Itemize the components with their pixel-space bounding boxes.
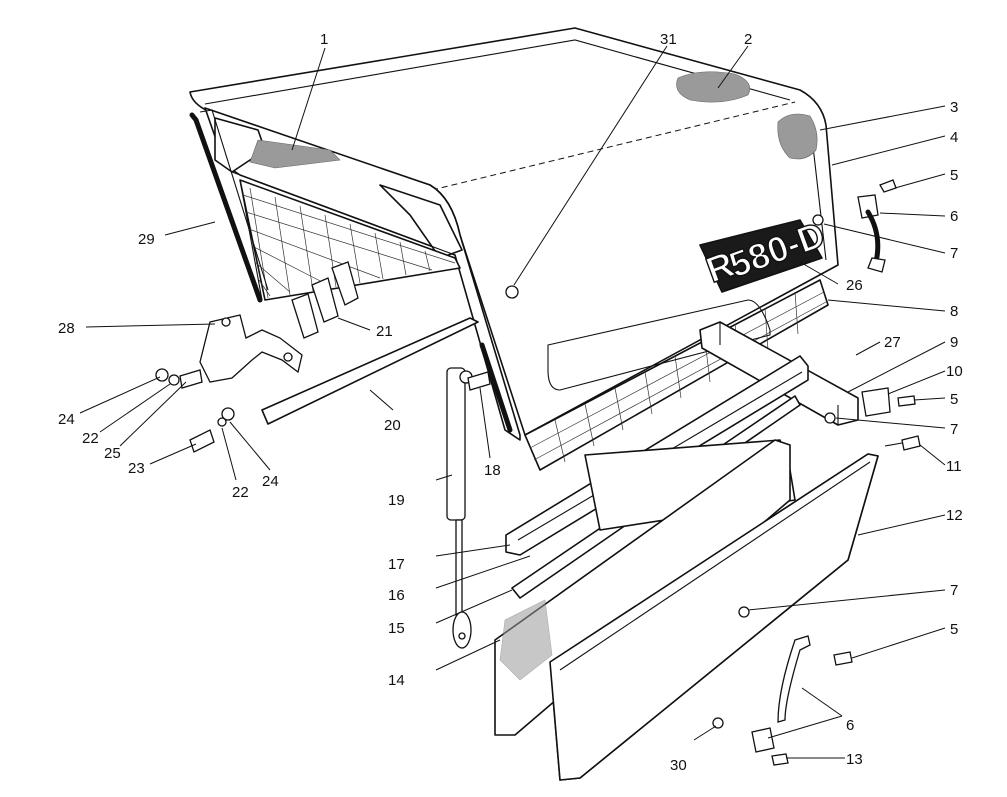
callout-6b: 6	[846, 717, 854, 734]
callout-labels: 1 2 31 3 4 5 6 7 26 8 27 9 10 5 7 11 12 …	[58, 31, 963, 774]
callout-7a: 7	[950, 245, 958, 262]
callout-1: 1	[320, 31, 328, 48]
callout-2: 2	[744, 31, 752, 48]
callout-11: 11	[946, 458, 962, 475]
latch-upper	[857, 179, 897, 273]
callout-30: 30	[670, 757, 687, 774]
bolt-5b	[897, 395, 916, 407]
lockwasher-22a	[168, 374, 180, 386]
bolt-31	[505, 285, 519, 299]
bolt-11	[901, 435, 921, 451]
window-recess	[547, 299, 771, 391]
callout-31: 31	[660, 31, 677, 48]
end-frame	[214, 117, 463, 301]
bolt-25	[179, 369, 203, 389]
callout-7c: 7	[950, 582, 958, 599]
seal-edge-front	[479, 342, 513, 433]
callout-10: 10	[946, 363, 963, 380]
callout-21: 21	[376, 323, 393, 340]
callout-29: 29	[138, 231, 155, 248]
callout-17: 17	[388, 556, 405, 573]
callout-3: 3	[950, 99, 958, 116]
washer-24a	[155, 368, 169, 382]
bolt-5c	[833, 651, 853, 666]
callout-7b: 7	[950, 421, 958, 438]
bolt-13	[771, 753, 789, 766]
plate-13	[751, 727, 775, 753]
callout-22b: 22	[232, 484, 249, 501]
callout-26: 26	[846, 277, 863, 294]
gas-strut-19	[446, 367, 473, 649]
hinge-10	[861, 387, 891, 417]
rail-20	[261, 317, 479, 425]
nut-30	[712, 717, 724, 729]
nut-7a	[812, 214, 824, 226]
foam-pad-3	[777, 113, 818, 160]
lockwasher-22b	[217, 417, 227, 427]
bracket-28	[199, 314, 303, 383]
callout-25: 25	[104, 445, 121, 462]
foam-pad-14	[499, 599, 553, 681]
callout-19: 19	[388, 492, 405, 509]
callout-8: 8	[950, 303, 958, 320]
callout-14: 14	[388, 672, 405, 689]
nut-7b	[824, 412, 836, 424]
bolt-23	[189, 429, 215, 453]
callout-22a: 22	[82, 430, 99, 447]
leader-lines	[79, 45, 946, 759]
callout-6a: 6	[950, 208, 958, 225]
callout-24b: 24	[262, 473, 279, 490]
foam-pad-2	[676, 71, 751, 103]
end-grille	[239, 179, 461, 301]
callout-5c: 5	[950, 621, 958, 638]
callout-4: 4	[950, 129, 958, 146]
washer-24b	[221, 407, 235, 421]
callout-5b: 5	[950, 391, 958, 408]
edge-seal-29	[189, 112, 263, 303]
stud-18	[467, 371, 491, 391]
foam-pad-1	[249, 139, 341, 169]
brackets-21	[291, 261, 359, 339]
callout-13: 13	[846, 751, 863, 768]
callout-27: 27	[884, 334, 901, 351]
nut-7c	[738, 606, 750, 618]
callout-15: 15	[388, 620, 405, 637]
callout-28: 28	[58, 320, 75, 337]
callout-12: 12	[946, 507, 963, 524]
callout-9: 9	[950, 334, 958, 351]
callout-20: 20	[384, 417, 401, 434]
callout-5a: 5	[950, 167, 958, 184]
callout-16: 16	[388, 587, 405, 604]
hinge-6b	[777, 635, 811, 723]
callout-18: 18	[484, 462, 501, 479]
callout-23: 23	[128, 460, 145, 477]
callout-24a: 24	[58, 411, 75, 428]
